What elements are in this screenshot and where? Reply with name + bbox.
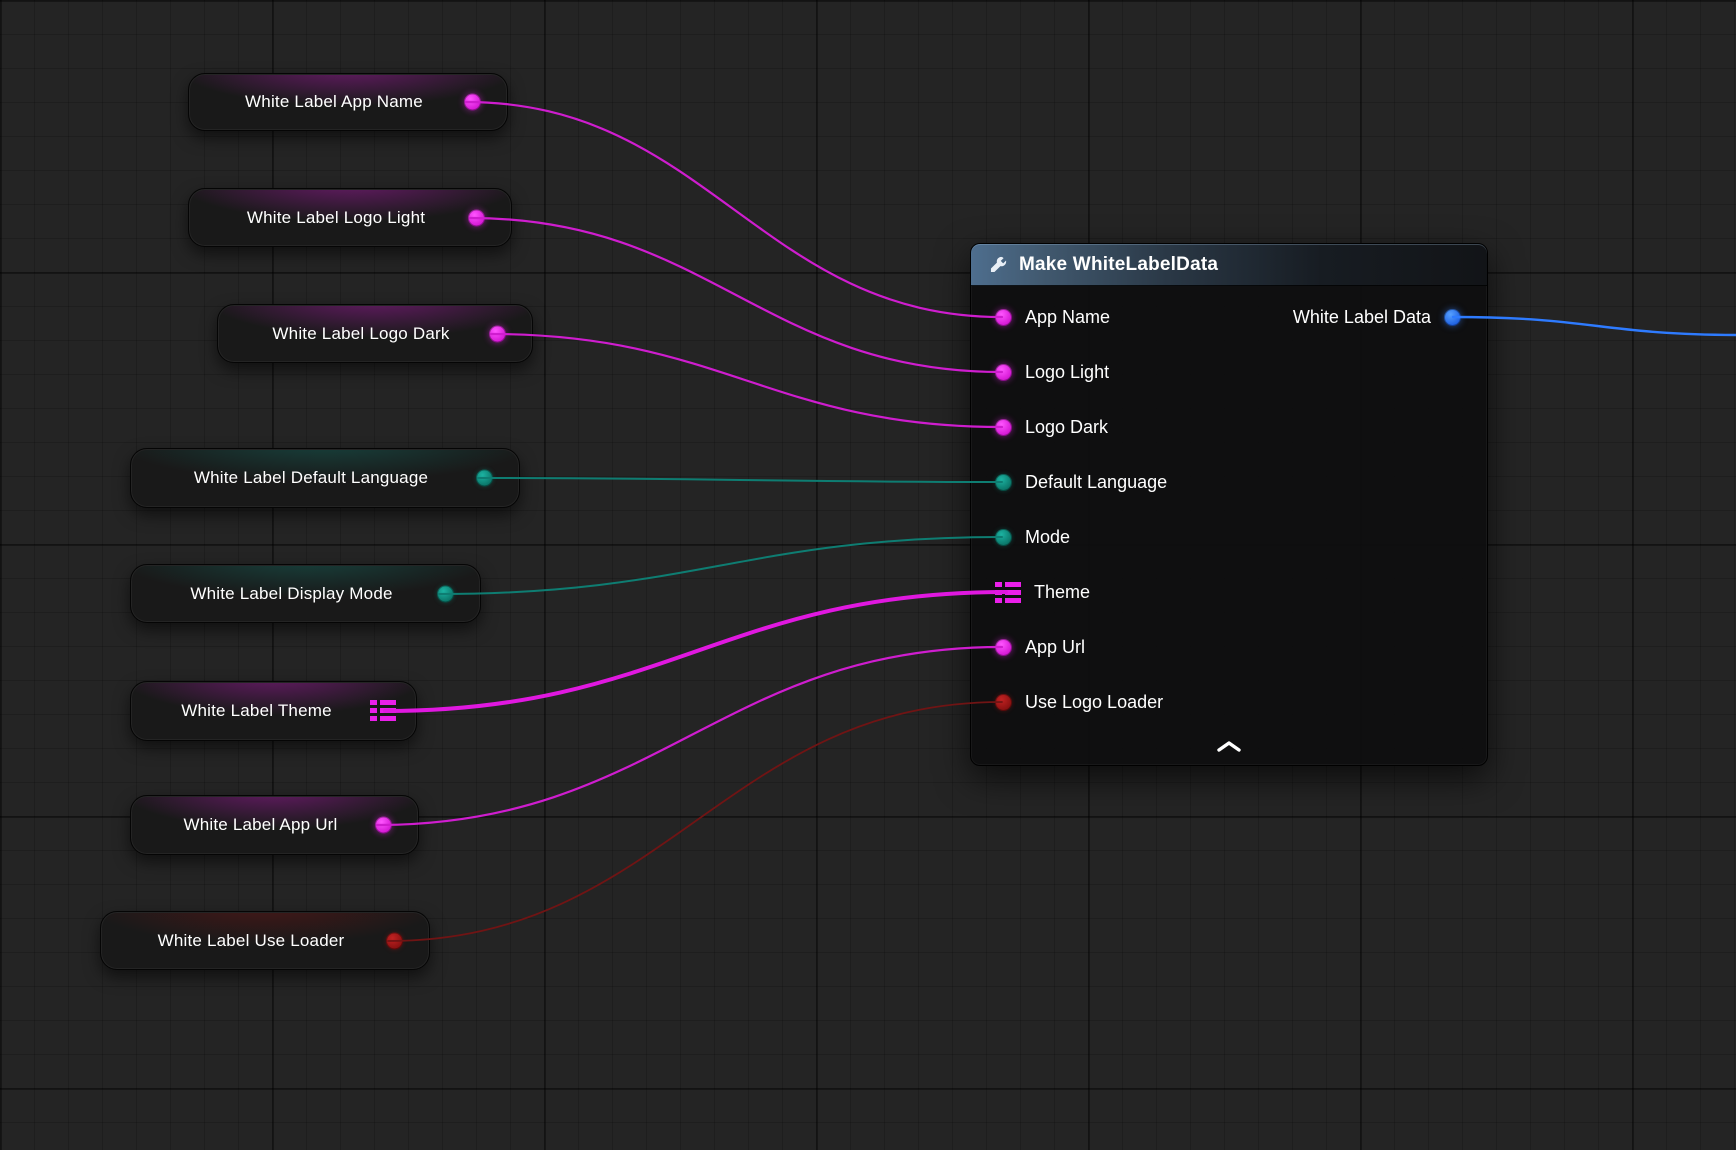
- wire-logo-dark[interactable]: [491, 334, 1002, 427]
- input-row-logo-light[interactable]: Logo Light: [971, 345, 1487, 400]
- pin-label: Theme: [1034, 582, 1090, 603]
- make-struct-icon: [987, 254, 1009, 276]
- wire-white-label-data-out[interactable]: [1453, 317, 1736, 335]
- make-whitelabeldata-node[interactable]: Make WhiteLabelData App Name Logo Light …: [970, 243, 1488, 766]
- wire-use-logo-loader[interactable]: [388, 702, 1002, 941]
- node-body: App Name Logo Light Logo Dark Default La…: [971, 286, 1487, 760]
- input-row-default-language[interactable]: Default Language: [971, 455, 1487, 510]
- getter-node-white-label-display-mode[interactable]: White Label Display Mode: [130, 564, 481, 623]
- input-row-theme[interactable]: Theme: [971, 565, 1487, 620]
- input-row-use-logo-loader[interactable]: Use Logo Loader: [971, 675, 1487, 730]
- pin-label: App Url: [1025, 637, 1085, 658]
- pin-label: Mode: [1025, 527, 1070, 548]
- pin-label: App Name: [1025, 307, 1110, 328]
- getter-label: White Label Logo Dark: [272, 324, 449, 344]
- getter-label: White Label App Url: [183, 815, 337, 835]
- wire-logo-light[interactable]: [470, 218, 1002, 372]
- getter-label: White Label Use Loader: [158, 931, 345, 951]
- getter-node-white-label-logo-dark[interactable]: White Label Logo Dark: [217, 304, 533, 363]
- pin-label: Use Logo Loader: [1025, 692, 1163, 713]
- getter-label: White Label Display Mode: [190, 584, 392, 604]
- input-row-app-url[interactable]: App Url: [971, 620, 1487, 675]
- input-row-mode[interactable]: Mode: [971, 510, 1487, 565]
- collapse-pins-chevron[interactable]: [1197, 734, 1261, 760]
- getter-label: White Label Theme: [181, 701, 332, 721]
- pin-label: Logo Dark: [1025, 417, 1108, 438]
- pin-label: White Label Data: [1293, 307, 1431, 328]
- node-header[interactable]: Make WhiteLabelData: [971, 244, 1487, 286]
- getter-node-white-label-app-url[interactable]: White Label App Url: [130, 795, 419, 855]
- getter-node-white-label-use-loader[interactable]: White Label Use Loader: [100, 911, 430, 970]
- getter-label: White Label Logo Light: [247, 208, 425, 228]
- wire-default-language[interactable]: [478, 478, 1002, 482]
- getter-node-white-label-default-language[interactable]: White Label Default Language: [130, 448, 520, 508]
- pin-label: Default Language: [1025, 472, 1167, 493]
- getter-node-white-label-logo-light[interactable]: White Label Logo Light: [188, 188, 512, 247]
- pin-label: Logo Light: [1025, 362, 1109, 383]
- getter-node-white-label-theme[interactable]: White Label Theme: [130, 681, 417, 741]
- getter-label: White Label Default Language: [194, 468, 428, 488]
- wire-mode[interactable]: [439, 537, 1002, 594]
- chevron-up-icon: [1216, 739, 1242, 753]
- wire-app-name[interactable]: [466, 102, 1002, 317]
- getter-label: White Label App Name: [245, 92, 423, 112]
- wire-app-url[interactable]: [377, 647, 1002, 825]
- getter-node-white-label-app-name[interactable]: White Label App Name: [188, 73, 508, 131]
- input-row-logo-dark[interactable]: Logo Dark: [971, 400, 1487, 455]
- node-title: Make WhiteLabelData: [1019, 254, 1218, 276]
